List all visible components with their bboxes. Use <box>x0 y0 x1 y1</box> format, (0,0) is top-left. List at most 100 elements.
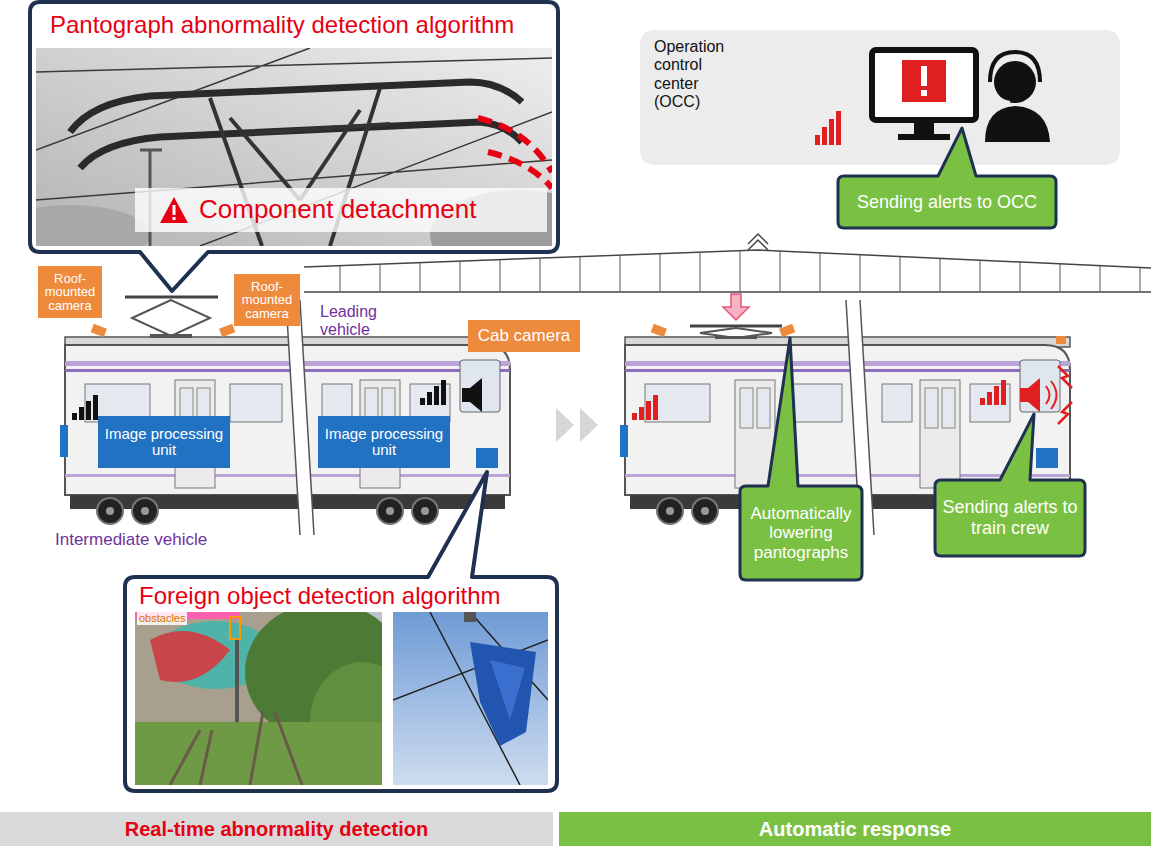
detection-tag: obstacles <box>137 612 187 625</box>
control-center-panel: Operation control center (OCC) <box>640 30 1120 165</box>
right-train-equipment <box>980 398 985 405</box>
response-callout: Sending alerts to train crew <box>935 480 1085 556</box>
algorithm-callout: Pantograph abnormality detection algorit… <box>30 2 558 252</box>
overhead-line-photo <box>470 642 536 746</box>
train <box>65 300 1070 535</box>
box-text: Roof-mounted camera <box>41 272 99 313</box>
box-text: Pantograph abnormality detection algorit… <box>50 11 514 39</box>
vehicle-label: Intermediate vehicle <box>55 530 207 550</box>
box-text: Sending alerts to train crew <box>941 497 1079 538</box>
callout-shape <box>125 128 1085 791</box>
left-train-equipment <box>476 448 498 468</box>
left-train-equipment <box>219 324 235 337</box>
right-train-equipment <box>700 328 772 338</box>
pantograph-photo <box>36 48 552 246</box>
train <box>65 300 510 535</box>
left-train-equipment <box>462 388 470 402</box>
catenary <box>304 250 1151 268</box>
box-text: Sending alerts to OCC <box>857 192 1037 213</box>
catenary <box>304 291 1151 293</box>
right-train-equipment <box>646 401 651 420</box>
track-photo <box>135 612 382 785</box>
algorithm-callout: Foreign object detection algorithm <box>125 577 557 791</box>
catenary <box>748 234 768 250</box>
right-train-equipment <box>987 392 992 405</box>
algorithm-callout-shape <box>30 2 558 291</box>
right-train-equipment <box>620 294 1072 468</box>
warning-icon <box>173 205 176 215</box>
warning-icon <box>173 217 176 220</box>
right-train-equipment <box>651 324 667 337</box>
right-train-equipment <box>779 324 795 337</box>
control-center-icons <box>836 111 841 145</box>
response-callout-shape <box>935 414 1085 556</box>
control-center-icons <box>985 106 1050 142</box>
phase-bar: Automatic response <box>559 812 1151 846</box>
processing-unit: Image processing unit <box>318 416 450 468</box>
control-center-icons <box>872 50 976 120</box>
flow-chevrons <box>580 408 598 442</box>
left-train-equipment <box>125 296 218 299</box>
flow-chevrons <box>556 408 598 442</box>
left-train-equipment <box>470 378 482 412</box>
box-text: Image processing unit <box>322 426 446 458</box>
right-train-equipment <box>632 413 637 420</box>
control-center-icons <box>898 134 950 140</box>
box-text: Operation control center (OCC) <box>654 38 742 112</box>
left-train-equipment <box>72 413 77 420</box>
box-text: Foreign object detection algorithm <box>139 583 501 609</box>
control-center-icons <box>914 122 934 136</box>
pantograph-photo <box>478 118 552 188</box>
overhead-line-photo <box>393 612 548 785</box>
left-train-equipment <box>86 401 91 420</box>
right-train-equipment <box>1036 448 1058 468</box>
right-train-equipment <box>639 407 644 420</box>
right-train-equipment <box>1028 378 1040 412</box>
control-center-icons <box>921 90 927 96</box>
processing-unit: Image processing unit <box>98 416 230 468</box>
box-text: Automatic response <box>759 818 951 841</box>
left-train-equipment <box>150 334 192 338</box>
algorithm-callout-shape <box>125 472 557 791</box>
track-photo <box>235 640 239 732</box>
right-train-equipment <box>1046 381 1057 409</box>
alert-callout: Sending alerts to OCC <box>838 176 1056 228</box>
left-train-equipment <box>420 398 425 405</box>
overhead-line-photo <box>393 612 548 785</box>
camera-tag: Cab camera <box>468 320 580 352</box>
left-train-equipment <box>427 392 432 405</box>
left-train-equipment <box>60 425 68 457</box>
overhead-line-photo <box>464 612 476 622</box>
track-photo <box>170 712 302 785</box>
control-center-icons <box>921 66 927 86</box>
alert-callout-shape <box>838 128 1056 228</box>
pantograph-photo <box>36 48 552 246</box>
control-center-icons <box>829 119 834 145</box>
overhead-line-photo <box>393 612 548 785</box>
overhead-line-photo <box>490 660 525 720</box>
right-train-equipment <box>620 425 628 457</box>
right-train-equipment <box>653 395 658 420</box>
right-train-equipment <box>715 336 757 339</box>
left-train-equipment <box>91 324 107 337</box>
right-train-equipment <box>723 294 749 320</box>
catenary <box>304 234 1151 292</box>
response-callout-shape <box>740 338 862 580</box>
right-train-equipment <box>1020 388 1028 402</box>
catenary <box>340 251 1140 292</box>
box-text: Automatically lowering pantographs <box>746 504 856 563</box>
control-center-icons <box>822 127 827 145</box>
left-train-equipment <box>132 300 210 336</box>
control-center-icons <box>994 61 1036 103</box>
right-train-equipment <box>1001 380 1006 405</box>
left-train-equipment <box>434 386 439 405</box>
control-center-icons <box>992 84 1010 102</box>
track-photo <box>150 631 230 682</box>
track-photo <box>230 617 240 639</box>
box-text: Image processing unit <box>102 426 226 458</box>
right-train-equipment <box>1056 336 1066 344</box>
control-center-icons <box>990 52 1040 82</box>
warning-icon <box>160 197 188 223</box>
camera-tag: Roof-mounted camera <box>234 274 300 326</box>
